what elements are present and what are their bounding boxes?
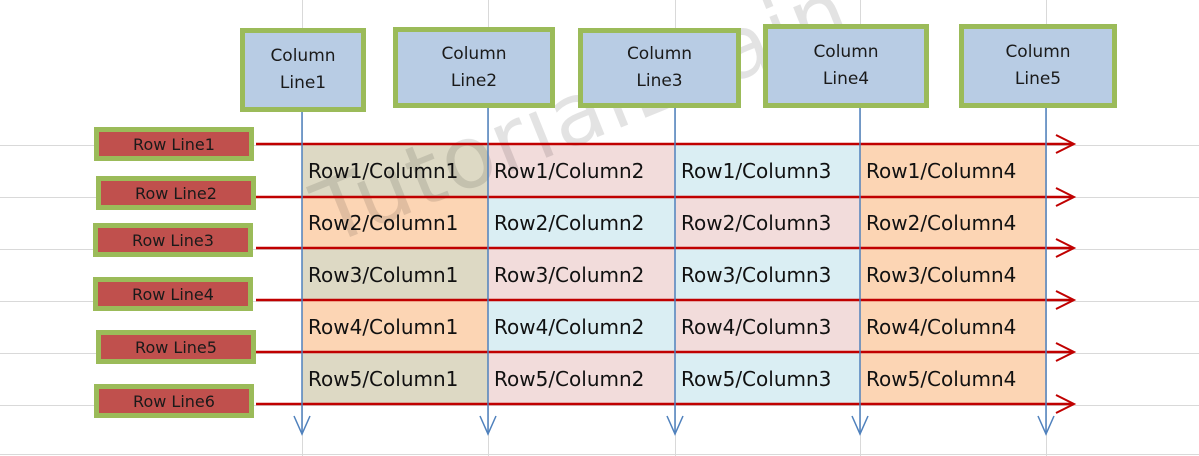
arrow-head-icon: [1055, 342, 1077, 362]
arrow-head-icon: [666, 415, 684, 436]
arrow-head-icon: [1055, 187, 1077, 207]
gridline-horizontal: [0, 454, 1199, 455]
table-cell: Row5/Column2: [488, 353, 675, 405]
column-label-line1: Column: [270, 46, 336, 66]
table-cell: Row4/Column4: [860, 301, 1046, 353]
row-line-label-2: Row Line2: [96, 176, 256, 210]
table-cell: Row2/Column4: [860, 197, 1046, 249]
row-line-label-6: Row Line6: [94, 384, 254, 418]
arrow-head-icon: [1055, 238, 1077, 258]
table-cell: Row2/Column3: [675, 197, 860, 249]
table-cell: Row1/Column1: [302, 145, 488, 197]
table-cell: Row4/Column1: [302, 301, 488, 353]
column-label-line2: Line2: [450, 70, 498, 91]
column-label-line2: Line1: [279, 73, 327, 93]
table-cell: Row5/Column4: [860, 353, 1046, 405]
arrow-head-icon: [1037, 415, 1055, 436]
row-line-label-5: Row Line5: [96, 330, 256, 364]
column-label-line1: Column: [813, 42, 879, 62]
gridline-horizontal: [0, 405, 1199, 406]
table-cell: Row3/Column1: [302, 249, 488, 301]
table-cell: Row2/Column1: [302, 197, 488, 249]
table-cell: Row5/Column1: [302, 353, 488, 405]
column-label-line1: Column: [441, 43, 507, 64]
column-label-line2: Line4: [822, 69, 870, 89]
table-cell: Row1/Column4: [860, 145, 1046, 197]
table-cell: Row3/Column3: [675, 249, 860, 301]
column-label-line1: Column: [626, 44, 693, 64]
row-line-label-4: Row Line4: [93, 277, 253, 311]
arrow-head-icon: [1055, 134, 1077, 154]
column-label-line1: Column: [1005, 42, 1071, 62]
arrow-head-icon: [1055, 290, 1077, 310]
column-label-line2: Line3: [636, 71, 683, 91]
table-cell: Row5/Column3: [675, 353, 860, 405]
table-cell: Row4/Column3: [675, 301, 860, 353]
table-cell: Row1/Column3: [675, 145, 860, 197]
table-cell: Row3/Column2: [488, 249, 675, 301]
arrow-head-icon: [851, 415, 869, 436]
arrow-head-icon: [1055, 394, 1077, 414]
table-cell: Row4/Column2: [488, 301, 675, 353]
table-cell: Row1/Column2: [488, 145, 675, 197]
arrow-head-icon: [479, 415, 497, 436]
arrow-head-icon: [293, 415, 311, 436]
table-cell: Row2/Column2: [488, 197, 675, 249]
table-cell: Row3/Column4: [860, 249, 1046, 301]
row-line-label-3: Row Line3: [93, 223, 253, 257]
column-label-line2: Line5: [1014, 69, 1062, 89]
row-line-label-1: Row Line1: [94, 127, 254, 161]
